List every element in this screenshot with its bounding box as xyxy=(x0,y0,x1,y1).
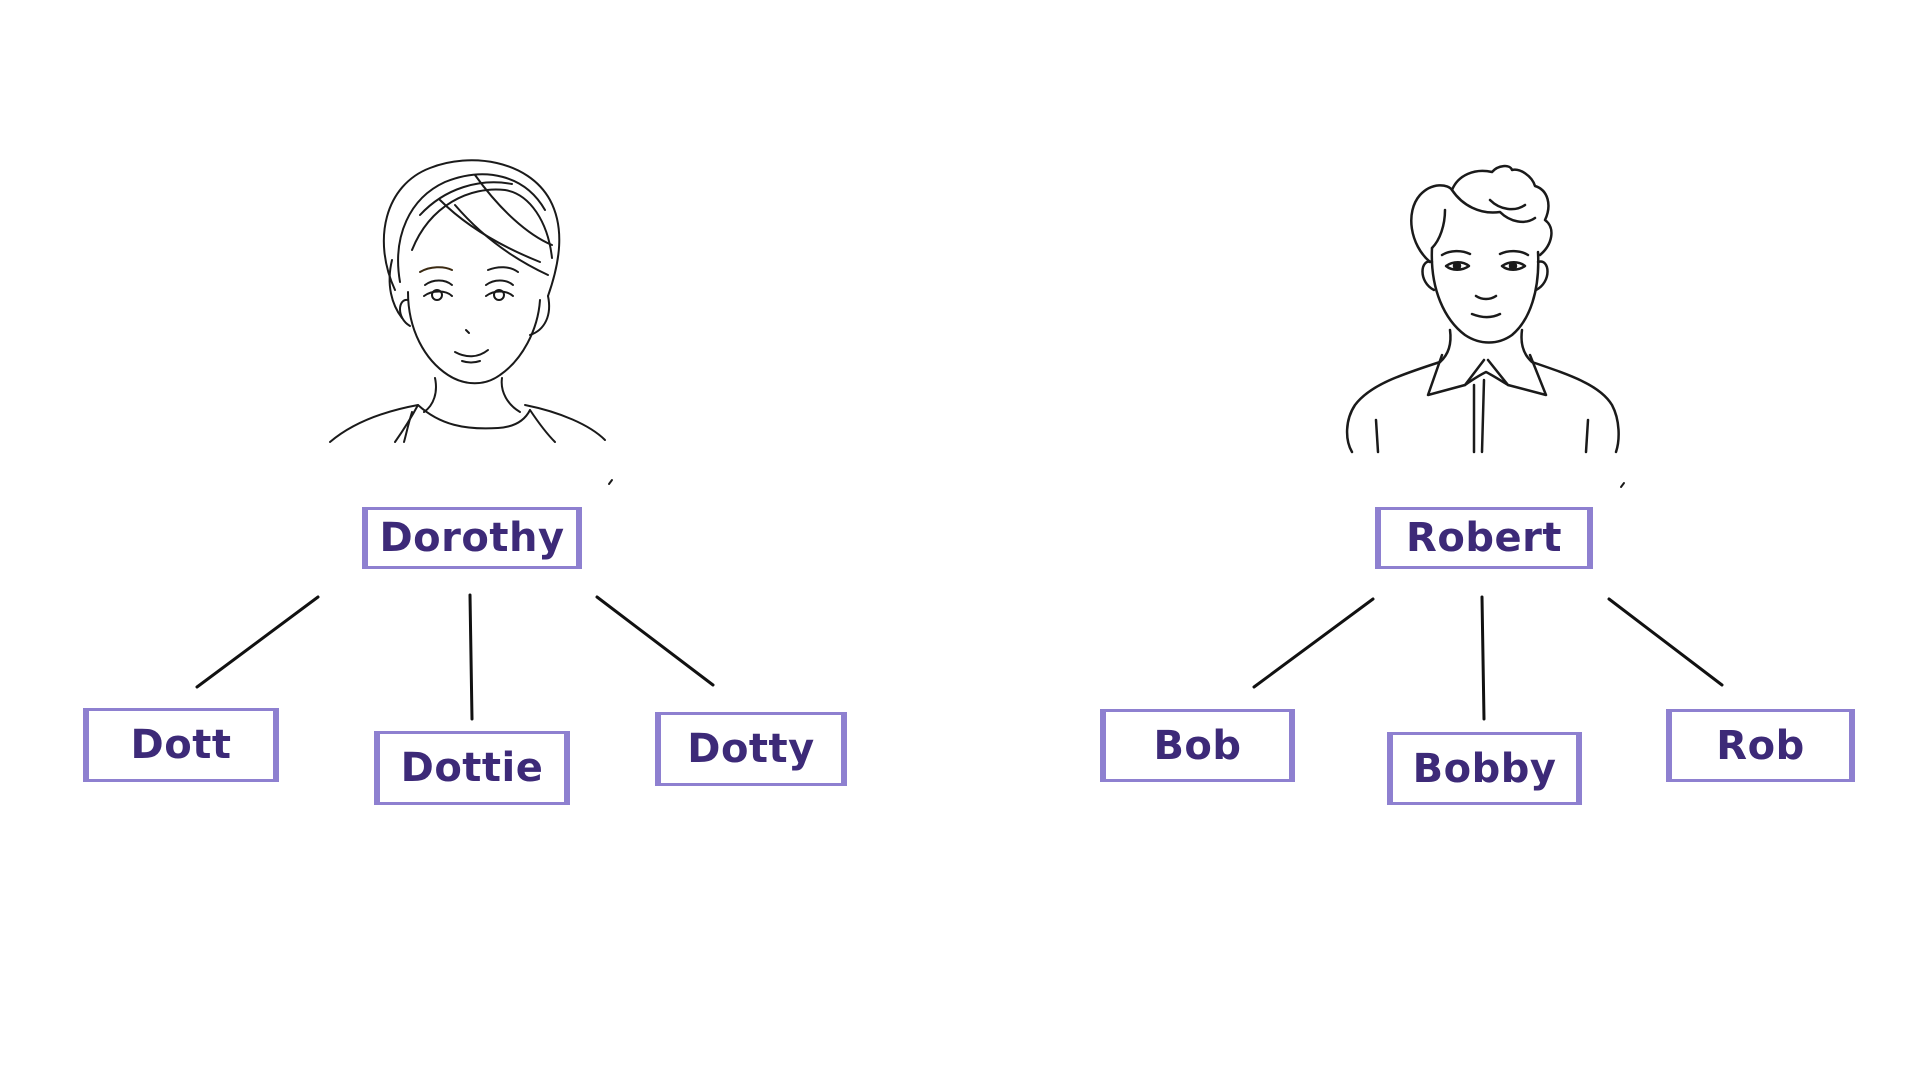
stray-mark-right xyxy=(1620,482,1625,488)
root-box-dorothy: Dorothy xyxy=(362,507,582,569)
connector-robert-bob xyxy=(1252,597,1375,689)
connector-robert-bobby xyxy=(1480,595,1486,721)
child-box-bobby: Bobby xyxy=(1387,732,1582,805)
child-box-dottie: Dottie xyxy=(374,731,570,805)
stray-mark-left xyxy=(608,479,613,485)
child-box-rob: Rob xyxy=(1666,709,1855,782)
child-box-dotty: Dotty xyxy=(655,712,847,786)
connector-dorothy-dott xyxy=(195,595,320,689)
child-box-bob: Bob xyxy=(1100,709,1295,782)
connector-robert-rob xyxy=(1607,597,1724,687)
connector-dorothy-dotty xyxy=(595,595,715,687)
child-box-dott: Dott xyxy=(83,708,279,782)
connector-dorothy-dottie xyxy=(468,593,474,721)
root-box-robert: Robert xyxy=(1375,507,1593,569)
